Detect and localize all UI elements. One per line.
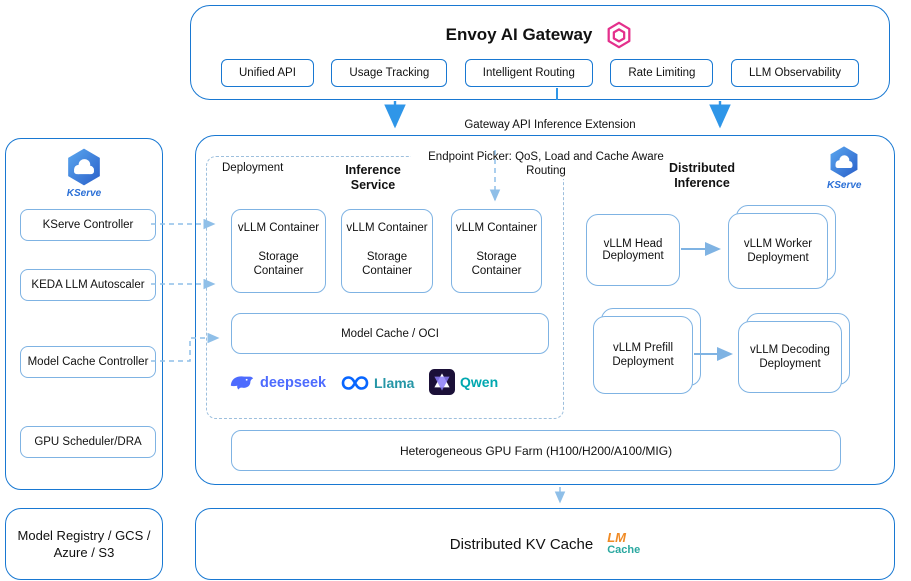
envoy-gateway-title: Envoy AI Gateway <box>445 25 593 44</box>
kserve-logo-text: KServe <box>827 180 862 191</box>
vllm-head-label: vLLM Head Deployment <box>602 238 664 262</box>
sidebar-item-label: KEDA LLM Autoscaler <box>31 279 145 291</box>
sidebar-item-kserve-controller: KServe Controller <box>20 209 156 241</box>
gateway-feature-row: Unified API Usage Tracking Intelligent R… <box>191 59 889 87</box>
feature-chip-usage-tracking: Usage Tracking <box>331 59 448 87</box>
feature-chip-unified-api: Unified API <box>221 59 314 87</box>
kserve-logo: KServe <box>827 145 861 191</box>
gpu-farm-box: Heterogeneous GPU Farm (H100/H200/A100/M… <box>231 430 841 471</box>
storage-container-label: Storage Container <box>362 251 412 277</box>
vllm-container-2: vLLM Container Storage Container <box>341 209 433 293</box>
vllm-decoding-deployment-box: vLLM Decoding Deployment <box>738 313 850 393</box>
vllm-prefill-deployment-box: vLLM Prefill Deployment <box>593 308 701 394</box>
feature-label: Unified API <box>239 67 296 79</box>
gpu-farm-label: Heterogeneous GPU Farm (H100/H200/A100/M… <box>399 443 673 458</box>
deepseek-label: deepseek <box>260 375 327 391</box>
model-cache-oci-box: Model Cache / OCI <box>231 313 549 354</box>
model-cache-label: Model Cache / OCI <box>341 327 439 340</box>
vllm-container-1: vLLM Container Storage Container <box>231 209 326 293</box>
sidebar-item-label: Model Cache Controller <box>27 356 149 368</box>
vllm-prefill-label: vLLM Prefill Deployment <box>612 342 674 368</box>
vllm-worker-label: vLLM Worker Deployment <box>743 238 813 264</box>
vllm-worker-deployment-box: vLLM Worker Deployment <box>728 205 836 289</box>
envoy-gateway-panel: Envoy AI Gateway Unified API Usage Track… <box>190 5 890 100</box>
kserve-logo: KServe <box>64 147 104 199</box>
model-registry-panel: Model Registry / GCS / Azure / S3 <box>5 508 163 580</box>
qwen-logo: Qwen <box>429 369 498 395</box>
inference-main-panel: Deployment Endpoint Picker: QoS, Load an… <box>195 135 895 485</box>
deepseek-logo: deepseek <box>229 373 326 393</box>
kserve-logo-text: KServe <box>66 188 102 199</box>
envoy-title-row: Envoy AI Gateway <box>191 6 889 50</box>
feature-label: Usage Tracking <box>349 67 430 79</box>
storage-container-label: Storage Container <box>253 251 304 277</box>
gateway-extension-label: Gateway API Inference Extension <box>464 119 636 131</box>
vllm-container-title: vLLM Container <box>455 222 538 234</box>
vllm-decoding-label: vLLM Decoding Deployment <box>750 344 830 370</box>
vllm-head-deployment-box: vLLM Head Deployment <box>586 214 680 286</box>
llama-label: Llama <box>374 375 415 391</box>
feature-chip-rate-limiting: Rate Limiting <box>610 59 714 87</box>
qwen-label: Qwen <box>460 374 499 390</box>
sidebar-item-keda-llm-autoscaler: KEDA LLM Autoscaler <box>20 269 156 301</box>
sidebar-item-model-cache-controller: Model Cache Controller <box>20 346 156 378</box>
qwen-icon <box>429 369 455 395</box>
vllm-container-title: vLLM Container <box>237 222 320 234</box>
kv-cache-panel: Distributed KV Cache LM Cache <box>195 508 895 580</box>
envoy-logo-icon <box>607 21 631 49</box>
kserve-sidebar-panel: KServe KServe Controller KEDA LLM Autosc… <box>5 138 163 490</box>
sidebar-item-label: KServe Controller <box>42 219 134 231</box>
kserve-icon <box>830 146 858 178</box>
sidebar-item-label: GPU Scheduler/DRA <box>34 436 142 448</box>
model-registry-label: Model Registry / GCS / Azure / S3 <box>17 528 151 560</box>
lmcache-logo: LM Cache <box>607 530 641 556</box>
sidebar-item-gpu-scheduler-dra: GPU Scheduler/DRA <box>20 426 156 458</box>
lmcache-logo-cache: Cache <box>607 544 641 556</box>
endpoint-picker-caption: Endpoint Picker: QoS, Load and Cache Awa… <box>411 149 681 179</box>
feature-label: LLM Observability <box>748 67 841 79</box>
inference-service-title: Inference Service <box>345 163 401 192</box>
deployment-label: Deployment <box>222 162 284 174</box>
kv-cache-label: Distributed KV Cache <box>449 535 594 553</box>
vllm-container-title: vLLM Container <box>346 222 428 234</box>
deepseek-icon <box>230 376 254 390</box>
feature-label: Rate Limiting <box>628 67 696 79</box>
distributed-inference-title: Distributed Inference <box>669 161 735 190</box>
lmcache-logo-lm: LM <box>607 530 626 545</box>
meta-infinity-icon <box>341 376 369 390</box>
feature-chip-llm-observability: LLM Observability <box>730 59 859 87</box>
feature-label: Intelligent Routing <box>482 67 575 79</box>
kserve-icon <box>68 148 100 186</box>
feature-chip-intelligent-routing: Intelligent Routing <box>464 59 593 87</box>
llama-logo: Llama <box>341 375 414 391</box>
storage-container-label: Storage Container <box>471 251 522 277</box>
vllm-container-3: vLLM Container Storage Container <box>451 209 542 293</box>
